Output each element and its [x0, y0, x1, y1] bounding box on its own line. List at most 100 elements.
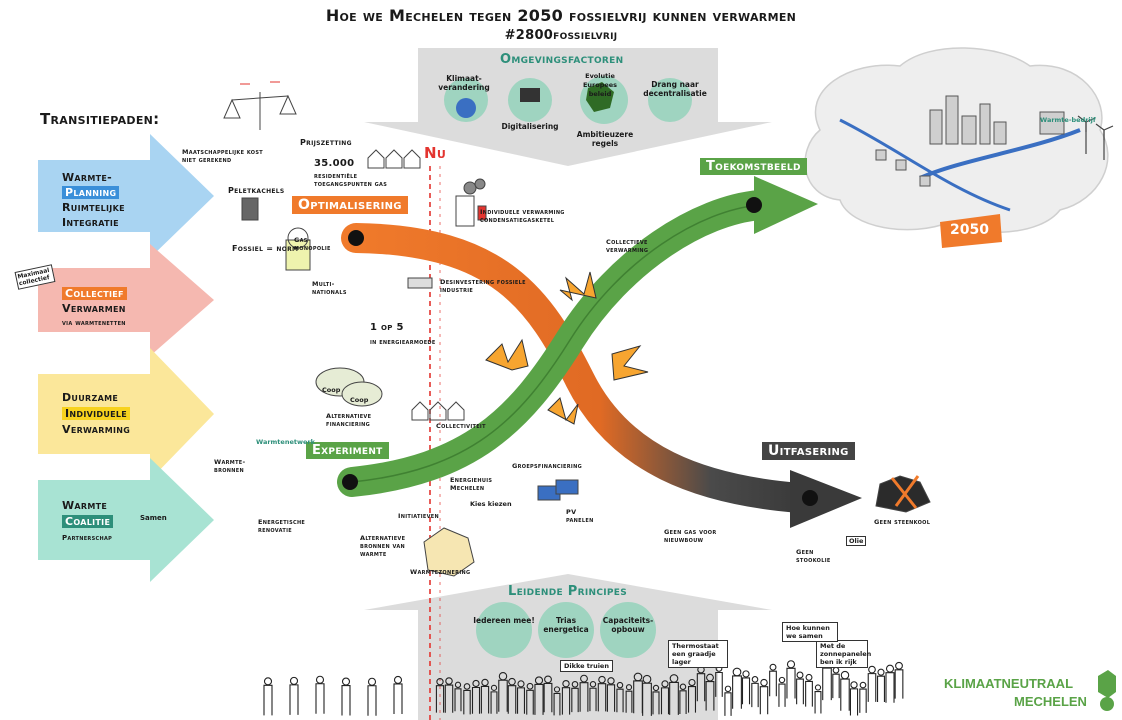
crowd-person	[597, 675, 607, 712]
crowd-person	[642, 674, 652, 716]
crowd-person	[669, 674, 679, 715]
crowd-person	[814, 684, 822, 714]
uitfasering-tag: Uitfasering	[762, 442, 855, 460]
transitiepad-4: Warmte Coalitie Partnerschap	[62, 498, 114, 546]
een-op-vijf-label: 1 op 5	[370, 322, 404, 333]
crowd-person	[696, 665, 706, 702]
transitiepad-4-arrow	[38, 458, 214, 582]
protest-sign-4: Hoe kunnen we samen	[782, 622, 838, 642]
crowd-person	[751, 676, 759, 708]
sketch-icons	[223, 81, 931, 577]
experiment-tag: Experiment	[306, 442, 389, 459]
toekomstbeeld-tag: Toekomstbeeld	[700, 158, 807, 175]
transitiepad-1-line4: Integratie	[62, 216, 119, 229]
crowd-person	[786, 660, 796, 699]
crowd-person	[454, 681, 462, 712]
kies-kiezen-label: Kies kiezen	[470, 500, 512, 508]
crowd-person	[778, 676, 786, 707]
transitiepad-1-line3: Ruimtelijke	[62, 201, 125, 214]
explosion-marks	[485, 271, 649, 425]
uitfasering-dot	[802, 490, 818, 506]
crowd-person	[633, 672, 643, 714]
principe-label-2: Trias energetica	[543, 616, 589, 634]
geen-gas-label: Geen gas voor nieuwbouw	[664, 528, 717, 544]
principe-circle-1	[476, 602, 532, 658]
hashtag: #2800fossielvrij	[504, 28, 618, 43]
crowd-person	[561, 679, 571, 715]
crowd-person	[796, 671, 804, 705]
transitiepad-3-line2: Individuele	[62, 407, 131, 420]
factor-label-1: Klimaat-verandering	[438, 74, 490, 92]
leidende-principes-heading: Leidende Principes	[508, 584, 627, 599]
crowd-person	[289, 676, 299, 715]
crowd-person	[507, 677, 517, 714]
fossiel-norm-label: Fossiel = norm	[232, 244, 299, 253]
crowd-person	[894, 661, 904, 699]
crowd-person	[616, 681, 624, 713]
crowd-person	[526, 682, 534, 715]
crowd-person	[679, 683, 687, 715]
crowd-person	[769, 663, 777, 697]
coop-label-1: Coop	[322, 386, 341, 394]
transitiepad-4-line3: Partnerschap	[62, 534, 113, 542]
crowd-person	[832, 666, 840, 699]
protest-sign-2: Thermostaat een graadje lager	[668, 640, 728, 668]
crowd-person	[444, 677, 454, 713]
crowd-person	[571, 681, 579, 713]
crowd-person	[480, 678, 490, 714]
crowd-person	[859, 681, 867, 713]
crowd-person	[715, 665, 723, 697]
omgevingsfactoren-arrow	[364, 48, 772, 166]
geen-stookolie-label: Geen stookolie	[796, 548, 831, 564]
logo-line2: MECHELEN	[1014, 694, 1087, 709]
crowd-person	[840, 670, 850, 711]
page-title: Hoe we Mechelen tegen 2050 fossielvrij k…	[325, 6, 797, 25]
transitiepad-2-line1: Collectief	[62, 287, 127, 300]
alternatieve-financiering-label: Alternatieve financiering	[326, 412, 372, 428]
crowd-person	[877, 668, 885, 703]
groepsfinanciering-label: Groepsfinanciering	[512, 462, 582, 470]
crowd-person	[553, 686, 561, 716]
olie-label: Olie	[846, 536, 867, 546]
maatschappelijke-kost-label: Maatschappelijke kost niet gerekend	[182, 148, 263, 164]
principe-circle-2	[538, 602, 594, 658]
crowd-person	[263, 677, 273, 716]
toegangspunten-label: residentiële toegangspunten gas	[314, 172, 388, 188]
initiatieven-label: Initiatieven	[398, 512, 439, 520]
samen-badge: Samen	[140, 514, 167, 522]
crowd-person	[463, 683, 471, 715]
crowd-person	[759, 678, 769, 715]
logo-line1: KLIMAATNEUTRAAL	[944, 676, 1074, 691]
logo-leaf-icon	[1098, 670, 1116, 698]
principe-label-1: Iedereen mee!	[473, 616, 535, 625]
protest-sign-1: Dikke truien	[560, 660, 613, 672]
crowd-person	[606, 677, 616, 712]
alternatieve-bronnen-label: Alternatieve bronnen van warmte	[360, 534, 406, 558]
gas-monopolie-label: Gas-monopolie	[294, 236, 331, 252]
crowd-person	[732, 667, 742, 709]
desinvestering-label: Desinvestering fossiele industrie	[440, 278, 526, 294]
transitiepad-4-line2: Coalitie	[62, 515, 114, 528]
crowd-person	[885, 664, 895, 703]
transitiepad-1-arrow	[38, 134, 214, 258]
optimalisering-curve	[341, 223, 815, 513]
transitiepad-4-line1: Warmte	[62, 499, 108, 512]
collectiviteit-label: Collectiviteit	[436, 422, 486, 430]
coop-label-2: Coop	[350, 396, 369, 404]
crowd-person	[393, 675, 403, 714]
optimalisering-dot	[348, 230, 364, 246]
crowd-person	[724, 685, 732, 716]
crowd-person	[534, 676, 544, 715]
crowd-person	[867, 665, 877, 702]
transitiepad-1-line1: Warmte-	[62, 171, 113, 184]
transitiepad-2-arrow	[38, 244, 214, 356]
transitiepaden-heading: Transitiepaden:	[40, 110, 160, 128]
crowd-person	[471, 679, 481, 714]
energetische-renovatie-label: Energetische renovatie	[258, 518, 306, 534]
collectieve-verwarming-label: Collectieve verwarming	[606, 238, 649, 254]
crowd-person	[687, 678, 697, 713]
year-2050: 2050	[950, 222, 989, 238]
warmtebronnen-label: Warmte-bronnen	[214, 458, 246, 474]
crowd-person	[579, 674, 589, 712]
